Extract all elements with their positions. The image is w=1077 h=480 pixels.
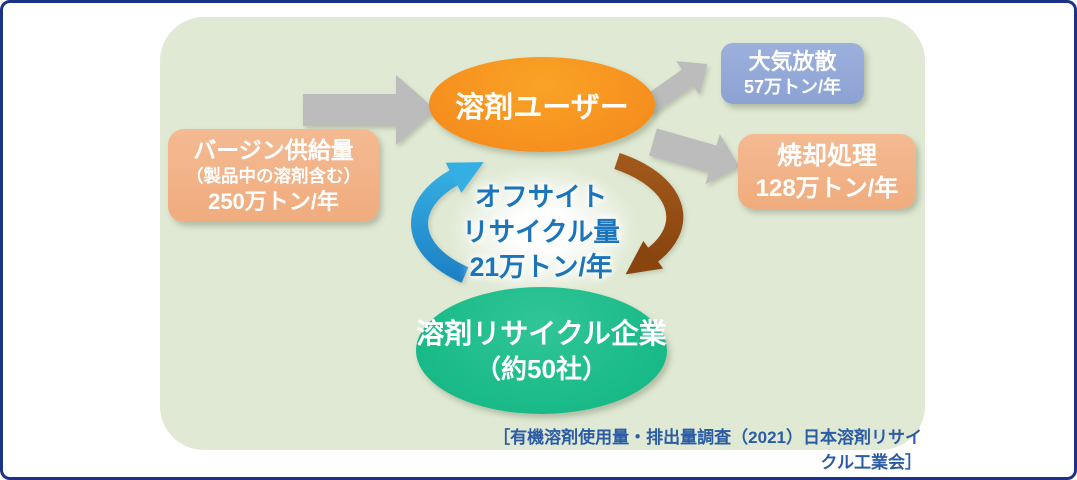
atmospheric-release-value: 57万トン/年 (743, 77, 842, 97)
solvent-user-label: 溶剤ユーザー (455, 91, 629, 124)
recycle-loop-down-arrow-icon (614, 152, 684, 275)
incineration-value: 128万トン/年 (755, 175, 899, 202)
virgin-supply-note: （製品中の溶剤含む） (186, 166, 361, 186)
source-citation: ［有機溶剤使用量・排出量調査（2021）日本溶剤リサイクル工業会］ (493, 428, 922, 472)
user-to-incineration-arrow-icon (649, 128, 740, 185)
recycler-count: （約50社） (475, 353, 608, 384)
user-to-atmosphere-arrow-icon (640, 61, 708, 116)
solvent-user-ellipse: 溶剤ユーザー (429, 57, 655, 152)
virgin-supply-box: バージン供給量 （製品中の溶剤含む） 250万トン/年 (168, 129, 379, 222)
virgin-supply-value: 250万トン/年 (208, 189, 339, 214)
recycler-ellipse: 溶剤リサイクル企業 （約50社） (416, 287, 667, 414)
atmospheric-release-box: 大気放散 57万トン/年 (721, 43, 864, 104)
offsite-recycle-label: オフサイト リサイクル量 21万トン/年 (426, 180, 656, 285)
recycle-loop-up-arrow-icon (411, 162, 484, 283)
offsite-recycle-line1: オフサイト (474, 182, 608, 212)
offsite-recycle-line2: リサイクル量 (462, 217, 620, 247)
offsite-recycle-value: 21万トン/年 (469, 252, 613, 282)
incineration-title: 焼却処理 (776, 142, 877, 170)
atmospheric-release-title: 大気放散 (748, 49, 837, 74)
recycler-title: 溶剤リサイクル企業 (416, 317, 667, 349)
flow-arrows-layer (303, 61, 740, 283)
incineration-box: 焼却処理 128万トン/年 (738, 134, 916, 209)
virgin-supply-title: バージン供給量 (193, 137, 354, 163)
virgin-to-user-arrow-icon (303, 75, 436, 145)
